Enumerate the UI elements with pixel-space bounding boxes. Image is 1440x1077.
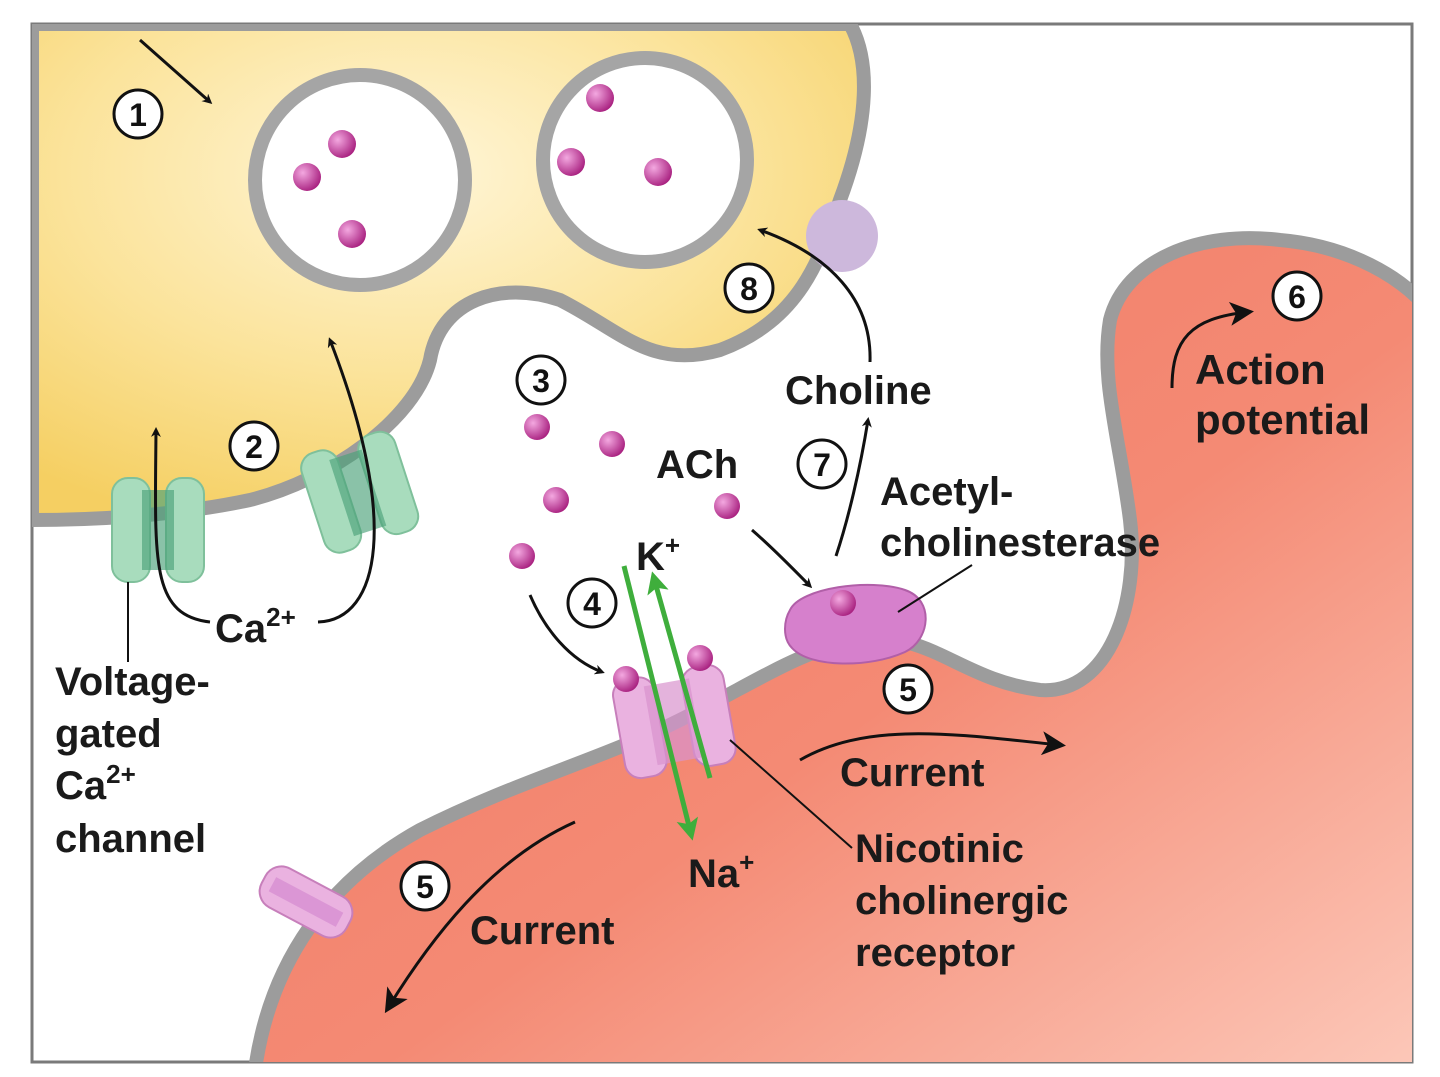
label-action-potential: Action potential [1195, 346, 1370, 443]
svg-text:2: 2 [245, 429, 263, 465]
ach-molecule [524, 414, 550, 440]
svg-text:7: 7 [813, 447, 831, 483]
ach-to-enzyme-arrow [751, 528, 813, 589]
k-efflux-arrow [647, 571, 713, 779]
step-badge-7: 7 [796, 438, 848, 490]
ach-binding-arrow [528, 594, 605, 675]
label-ach: ACh [656, 443, 738, 487]
step-badge-5-left: 5 [399, 860, 451, 912]
label-k-ion: K+ [636, 530, 680, 579]
voltage-gated-na-channel [258, 865, 354, 939]
ach-molecule [586, 84, 614, 112]
svg-text:5: 5 [416, 869, 434, 905]
label-voltage-gated-channel: Voltage- gated [55, 660, 221, 756]
ach-molecule [328, 130, 356, 158]
svg-text:1: 1 [129, 97, 147, 133]
current-arrow-left [384, 820, 576, 1014]
step-badge-2: 2 [228, 420, 280, 472]
ach-molecule [599, 431, 625, 457]
label-current-left: Current [470, 909, 614, 953]
svg-text:3: 3 [532, 363, 550, 399]
ach-molecule [714, 493, 740, 519]
ca-influx-arrow [317, 337, 376, 624]
nicotinic-leader-line [729, 739, 853, 849]
label-choline: Choline [785, 369, 932, 413]
ach-molecule [644, 158, 672, 186]
step-badge-6: 6 [1271, 270, 1323, 322]
acetylcholinesterase-leader-line [897, 564, 973, 613]
svg-text:4: 4 [583, 586, 601, 622]
na-influx-arrow [621, 565, 699, 841]
svg-text:8: 8 [740, 271, 758, 307]
ach-molecule [509, 543, 535, 569]
vesicle-left [248, 68, 472, 292]
svg-text:5: 5 [899, 672, 917, 708]
step1-arrow [139, 38, 213, 104]
ach-bound-receptor [687, 645, 713, 671]
ach-on-enzyme [830, 590, 856, 616]
label-na-ion: Na+ [688, 847, 754, 896]
label-acetylcholinesterase: Acetyl- cholinesterase [880, 470, 1160, 565]
ach-molecule [543, 487, 569, 513]
ach-molecule [557, 148, 585, 176]
step-badge-4: 4 [566, 577, 618, 629]
step-badge-3: 3 [515, 354, 567, 406]
current-arrow-right [799, 731, 1066, 762]
step-badge-5-right: 5 [882, 663, 934, 715]
ca-channel-left [111, 477, 205, 583]
step-badge-1: 1 [112, 88, 164, 140]
svg-text:6: 6 [1288, 279, 1306, 315]
ach-molecule [338, 220, 366, 248]
ach-bound-receptor [613, 666, 639, 692]
label-nicotinic-receptor: Nicotinic cholinergic receptor [855, 827, 1080, 975]
acetylcholinesterase-enzyme [784, 583, 927, 665]
step-badge-8: 8 [723, 262, 775, 314]
label-ca-ion: Ca2+ [215, 602, 296, 651]
label-current-right: Current [840, 751, 984, 795]
ca-influx-arrow [150, 427, 211, 624]
label-voltage-gated-ca: Ca2+ [55, 759, 136, 808]
ach-molecule [293, 163, 321, 191]
choline-transporter [806, 200, 878, 272]
label-voltage-gated-channel-word: channel [55, 817, 206, 861]
choline-reuptake-arrow [757, 227, 872, 363]
choline-release-arrow [834, 417, 872, 557]
action-potential-arrow [1170, 301, 1254, 389]
